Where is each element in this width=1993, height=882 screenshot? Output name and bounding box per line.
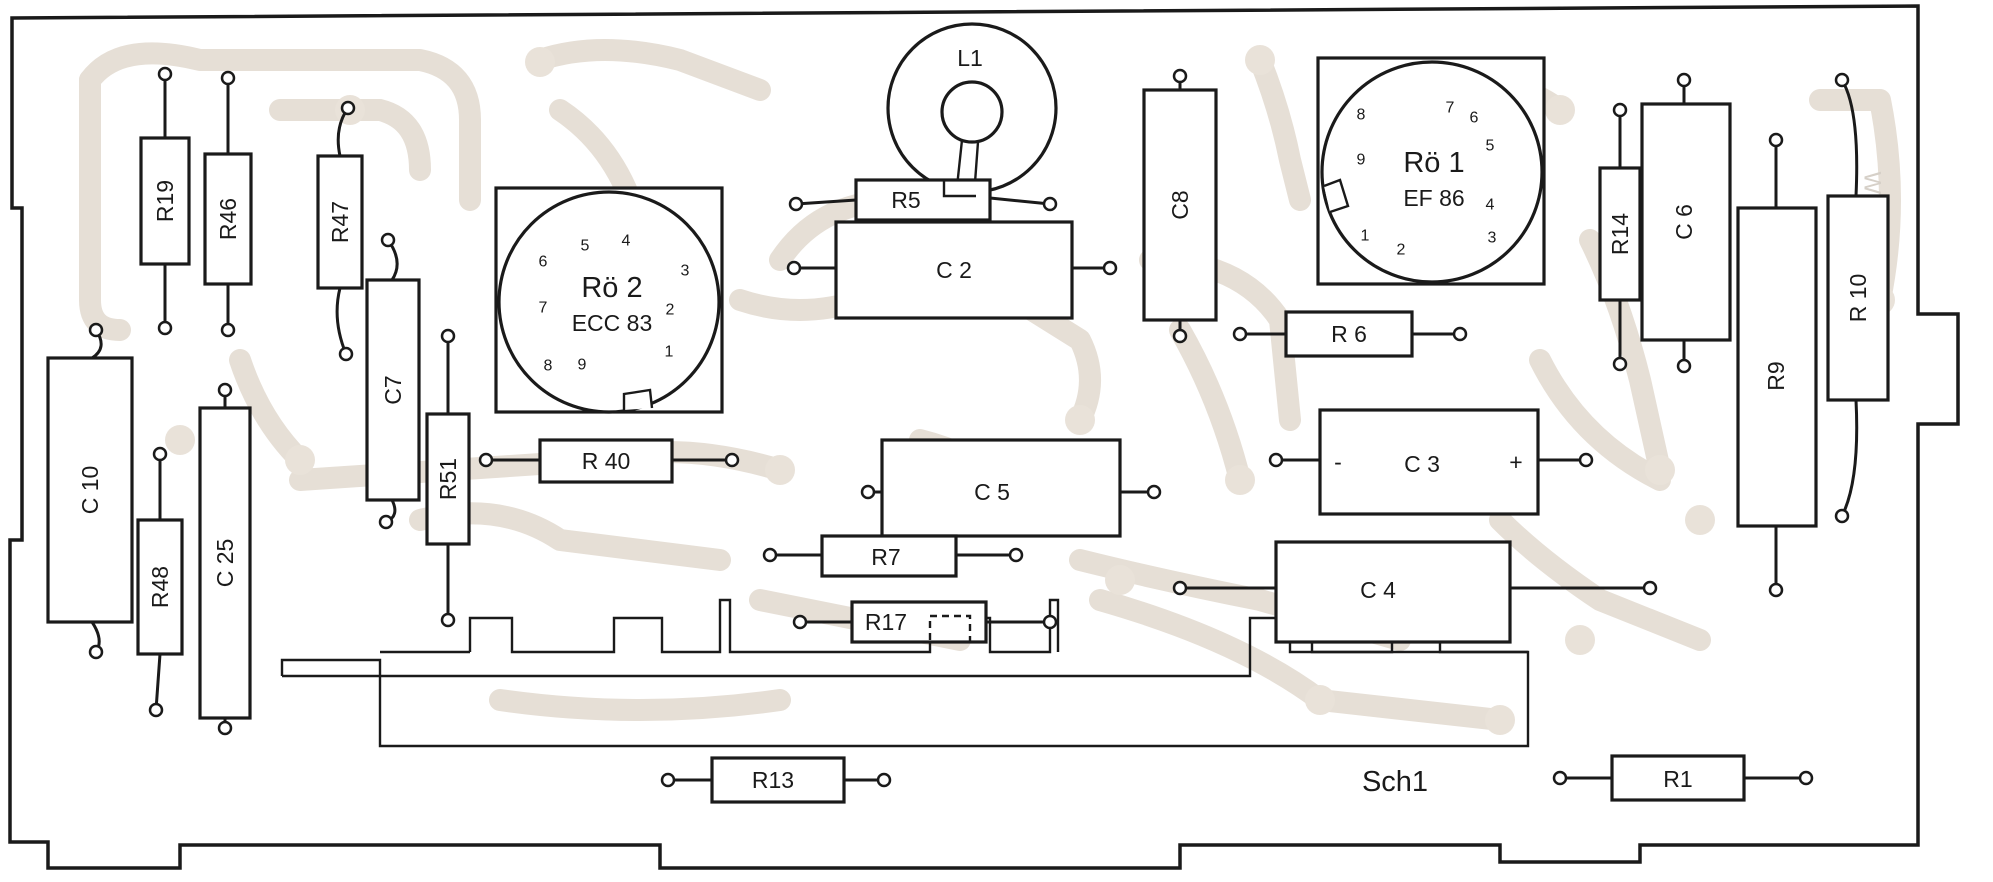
capacitor-c3: - + C 3 [1268,408,1594,516]
sch1-label: Sch1 [1362,766,1428,798]
ro1-pin-9: 9 [1357,152,1366,169]
resistor-r40: R 40 [478,438,740,484]
c8-label: C8 [1167,190,1193,219]
capacitor-c6: C 6 [1640,72,1732,374]
ro1-type: EF 86 [1403,185,1464,211]
capacitor-c4: C 4 [1172,540,1658,644]
resistor-r13: R13 [660,756,892,804]
c3-minus: - [1334,449,1342,475]
r13-label: R13 [752,767,794,793]
r51-label: R51 [435,458,461,500]
resistor-r7: R7 [762,534,1024,578]
inductor-l1: L1 [886,22,1058,197]
ro1-pin-7: 7 [1446,100,1455,117]
resistor-r47: R47 [316,100,364,362]
c3-plus: + [1509,449,1522,475]
resistor-r19: R19 [139,66,191,336]
ro2-pin-8: 8 [544,358,553,375]
resistor-r48: R48 [136,446,184,718]
ro2-pin-4: 4 [622,233,631,250]
ro1-pin-4: 4 [1486,197,1495,214]
resistor-r5: R5 [788,178,1058,222]
r46-label: R46 [215,198,241,240]
r5-label: R5 [891,187,920,213]
ro1-pin-6: 6 [1470,110,1479,127]
resistor-r14: R14 [1598,102,1642,372]
ro1-name: Rö 1 [1403,147,1464,179]
ro1-pin-8: 8 [1357,107,1366,124]
ro2-pin-3: 3 [681,263,690,280]
ro1-pin-2: 2 [1397,242,1406,259]
ro2-name: Rö 2 [581,272,642,304]
r19-label: R19 [152,180,178,222]
resistor-r6: R 6 [1232,310,1468,358]
c25-label: C 25 [212,539,238,588]
c2-label: C 2 [936,257,972,283]
l1-label: L1 [957,45,983,71]
r10-label: R 10 [1845,274,1871,323]
c6-label: C 6 [1671,204,1697,240]
c10-label: C 10 [77,466,103,515]
ro1-pin-1: 1 [1361,228,1370,245]
r7-label: R7 [871,544,900,570]
r47-label: R47 [327,201,353,243]
switch-sch1: Sch1 [280,598,1530,798]
c4-label: C 4 [1360,577,1396,603]
resistor-r9: R9 [1736,132,1818,598]
r17-label: R17 [865,609,907,635]
c7-label: C7 [380,375,406,404]
ro2-pin-7: 7 [539,300,548,317]
tube-socket-ro2: Rö 2 ECC 83 1 2 3 4 5 6 7 8 9 [494,186,724,414]
ro1-pin-3: 3 [1488,230,1497,247]
r48-label: R48 [147,566,173,608]
ro1-pin-5: 5 [1486,138,1495,155]
ro2-pin-2: 2 [666,302,675,319]
capacitor-c5: C 5 [860,438,1162,538]
r6-label: R 6 [1331,321,1367,347]
capacitor-c10: C 10 [46,322,134,660]
ro2-pin-6: 6 [539,254,548,271]
resistor-r10: R 10 [1826,72,1890,524]
ro2-pin-1: 1 [665,344,674,361]
ro2-type: ECC 83 [572,310,653,336]
tube-socket-ro1: Rö 1 EF 86 1 2 3 4 5 6 7 8 9 [1316,56,1546,286]
r40-label: R 40 [582,448,631,474]
capacitor-c8: C8 [1142,68,1218,344]
capacitor-c2: C 2 [786,220,1118,320]
c3-label: C 3 [1404,451,1440,477]
ro2-pin-9: 9 [578,357,587,374]
board-outline [8,4,1960,870]
r14-label: R14 [1607,213,1633,255]
c5-label: C 5 [974,479,1010,505]
resistor-r1: R1 [1552,754,1814,802]
capacitor-c7: C7 [365,232,421,530]
r9-label: R9 [1763,361,1789,390]
capacitor-c25: C 25 [198,382,252,736]
ro2-pin-5: 5 [581,238,590,255]
resistor-r46: R46 [203,70,253,338]
resistor-r51: R51 [425,328,471,628]
resistor-r17: R17 [792,600,1058,644]
r1-label: R1 [1663,766,1692,792]
